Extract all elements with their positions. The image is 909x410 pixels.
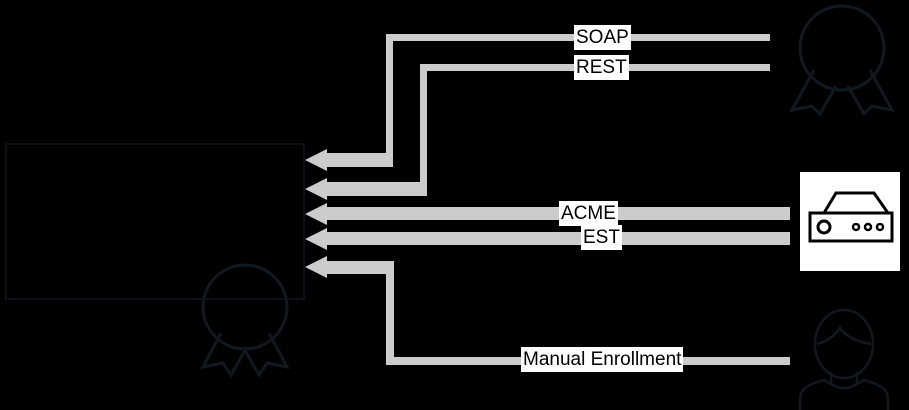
server-appliance-icon[interactable] bbox=[802, 185, 900, 255]
arrow-head-acme bbox=[305, 203, 327, 225]
wire-label-acme: ACME bbox=[559, 201, 618, 226]
wire-label-manual-enrollment: Manual Enrollment bbox=[521, 347, 684, 372]
wire-acme bbox=[326, 207, 790, 220]
certificate-client-icon[interactable] bbox=[778, 2, 906, 117]
certificate-ribbon-icon bbox=[185, 255, 305, 378]
wire-soap-vertical bbox=[386, 34, 393, 160]
wire-manual-into-arrow bbox=[326, 261, 394, 274]
wire-manual-vertical bbox=[386, 261, 394, 365]
wire-soap-into-arrow bbox=[326, 153, 393, 167]
arrow-head-rest bbox=[305, 178, 327, 200]
arrow-head-est bbox=[305, 228, 327, 250]
arrow-head-soap bbox=[305, 149, 327, 171]
person-icon[interactable] bbox=[784, 306, 904, 410]
wire-label-rest: REST bbox=[574, 55, 629, 80]
wire-est bbox=[326, 232, 790, 245]
wire-rest-vertical bbox=[420, 64, 427, 189]
certificate-authority-box[interactable] bbox=[5, 143, 305, 300]
wire-label-soap: SOAP bbox=[574, 25, 631, 50]
arrow-head-manual bbox=[305, 256, 327, 278]
wire-rest-into-arrow bbox=[326, 182, 427, 196]
wire-label-est: EST bbox=[581, 225, 622, 250]
